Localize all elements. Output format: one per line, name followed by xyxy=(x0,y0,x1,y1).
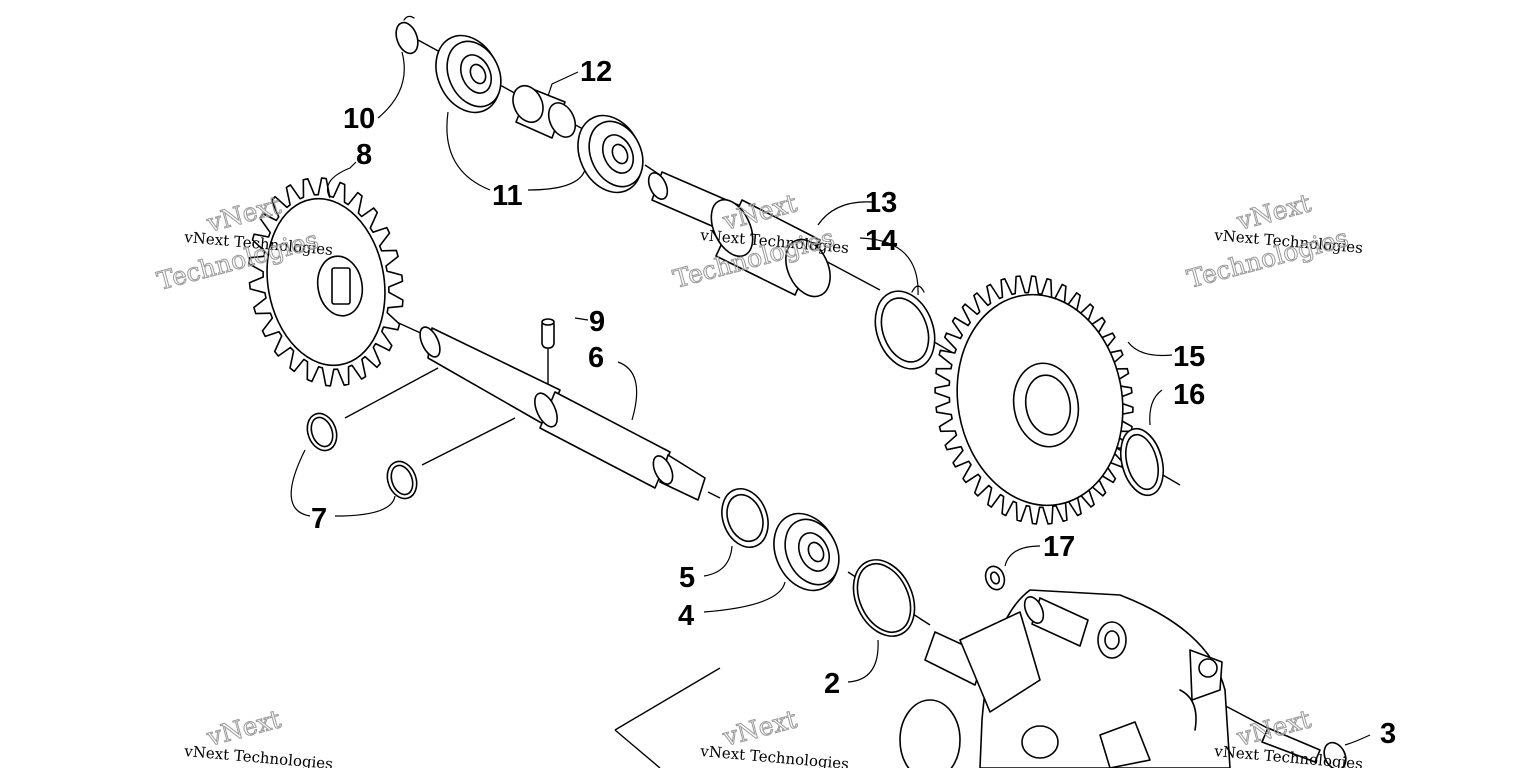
watermark-5: vNext Technologies vNext xyxy=(699,704,850,768)
callout-3: 3 xyxy=(1380,718,1396,750)
shaft-6 xyxy=(419,326,706,501)
callout-4: 4 xyxy=(678,600,694,632)
gear-15 xyxy=(934,275,1134,525)
pin-9 xyxy=(541,318,555,349)
leader-lines xyxy=(290,51,1371,746)
callout-5: 5 xyxy=(679,562,695,594)
watermark-4: vNext Technologies vNext xyxy=(183,704,334,768)
bearing-11-lower xyxy=(577,114,644,194)
callout-2: 2 xyxy=(824,668,840,700)
callout-7: 7 xyxy=(311,503,327,535)
retaining-ring-5 xyxy=(721,488,769,548)
bearing-4 xyxy=(773,512,840,592)
callout-8: 8 xyxy=(356,139,372,171)
shaft-13 xyxy=(647,171,831,298)
watermark-small-text: vNext Technologies xyxy=(699,742,850,768)
callout-16: 16 xyxy=(1173,379,1205,411)
watermark-small-text: vNext Technologies xyxy=(183,742,334,768)
callout-6: 6 xyxy=(588,342,604,374)
snap-ring-10 xyxy=(395,15,419,55)
watermark-big-top: vNext xyxy=(203,704,284,752)
watermark-big-top: vNext xyxy=(1233,188,1314,236)
callout-11: 11 xyxy=(492,180,523,212)
callout-10: 10 xyxy=(343,103,375,135)
clip-7-upper xyxy=(306,412,338,452)
o-ring-2 xyxy=(852,559,916,637)
spacer-12 xyxy=(512,84,577,139)
callout-15: 15 xyxy=(1173,341,1205,373)
bearing-11-upper xyxy=(435,34,502,114)
snap-ring-16 xyxy=(1119,427,1165,497)
callout-9: 9 xyxy=(589,306,605,338)
callout-labels: 10 8 11 12 13 14 9 6 15 16 7 5 4 17 2 3 xyxy=(311,56,1396,750)
callout-13: 13 xyxy=(865,187,897,219)
callout-14: 14 xyxy=(865,225,897,257)
callout-12: 12 xyxy=(580,56,612,88)
bolt-3 xyxy=(1261,727,1347,768)
callout-17: 17 xyxy=(1043,531,1075,563)
clip-7-lower xyxy=(386,460,418,500)
retaining-ring-14 xyxy=(874,285,936,370)
watermark-6: vNext Technologies vNext xyxy=(1213,704,1364,768)
watermark-big-top: vNext xyxy=(719,704,800,752)
watermark-3: vNext Technologies vNext Technologies xyxy=(1184,188,1364,294)
gear-8 xyxy=(248,177,404,387)
pump-housing xyxy=(899,589,1231,768)
washer-17 xyxy=(984,565,1006,591)
